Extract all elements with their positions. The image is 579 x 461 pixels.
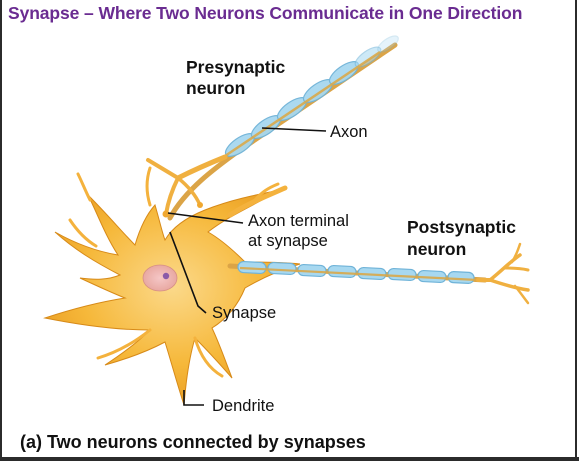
axon-terminal-label-line1: Axon terminal xyxy=(248,212,349,230)
axon-label: Axon xyxy=(330,123,368,141)
presynaptic-axon xyxy=(146,35,399,221)
figure-caption: (a) Two neurons connected by synapses xyxy=(20,432,366,452)
presynaptic-myelin-sheath xyxy=(224,35,399,157)
postsynaptic-myelin-sheath xyxy=(237,260,475,284)
axon-leader-line xyxy=(261,127,327,132)
leader-lines xyxy=(167,127,327,406)
postsynaptic-cell-body xyxy=(43,166,301,406)
axon-terminal-leader-line xyxy=(167,212,244,224)
postsynaptic-label-line1: Postsynaptic xyxy=(407,217,516,237)
nucleolus xyxy=(162,272,170,280)
postsynaptic-label-line2: neuron xyxy=(407,239,466,259)
synapse-label: Synapse xyxy=(212,304,276,322)
bottom-border xyxy=(0,457,579,461)
presynaptic-label-line1: Presynaptic xyxy=(186,57,285,77)
dendrite-leader-line xyxy=(183,390,204,406)
dendrite-label: Dendrite xyxy=(212,397,274,415)
nucleus xyxy=(142,264,178,292)
figure-title: Synapse – Where Two Neurons Communicate … xyxy=(8,3,523,23)
synapse-leader-line xyxy=(169,231,207,314)
postsynaptic-axon xyxy=(227,242,530,305)
axon-terminal-label-line2: at synapse xyxy=(248,232,328,250)
presynaptic-label-line2: neuron xyxy=(186,78,245,98)
